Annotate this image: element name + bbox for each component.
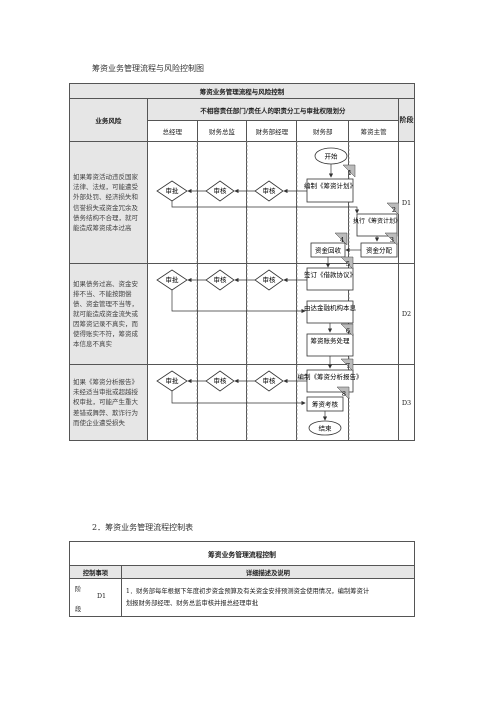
- role-finance-dept: 财务部: [296, 120, 350, 142]
- risk-d3: 如果《筹资分析报告》未经适当审批或超越授权审批，可能产生重大差错或舞弊、欺诈行为…: [69, 364, 148, 441]
- control-table-col2: 详细描述及说明: [120, 565, 416, 579]
- control-table-col1: 控制事项: [69, 565, 122, 579]
- control-table: 筹资业务管理流程控制 控制事项 详细描述及说明 阶 段 D1 1．财务部每年根据…: [69, 541, 416, 617]
- section-heading-1: 筹资业务管理流程与风险控制图: [92, 64, 204, 73]
- phase-d2: D2: [397, 263, 416, 365]
- role-finance-director: 财务总监: [196, 120, 248, 142]
- control-table-title: 筹资业务管理流程控制: [69, 541, 415, 566]
- chart-title: 筹资业务管理流程与风险控制: [69, 83, 415, 99]
- role-general-manager: 总经理: [146, 120, 198, 142]
- risk-d2: 如果债务过高、资金安排不当、不能按期偿债、资金管理不当等，就可能造成资金流失或因…: [69, 263, 148, 365]
- role-finance-manager: 财务部经理: [246, 120, 298, 142]
- role-financing-supervisor: 筹资主管: [348, 120, 399, 142]
- roles-header: 不相容责任部门/责任人的职责分工与审批权限划分: [146, 98, 399, 121]
- phase-column-header: 阶段: [397, 98, 416, 142]
- control-desc-cell: 1．财务部每年根据下年度初步资金预算及有关资金安排预测资金使用情况，编制筹资计 …: [120, 578, 416, 617]
- phase-code: D1: [97, 593, 107, 600]
- phase-label-a: 阶: [75, 586, 82, 593]
- desc-line-1: 1．财务部每年根据下年度初步资金预算及有关资金安排预测资金使用情况，编制筹资计: [125, 587, 370, 595]
- phase-label-b: 段: [75, 606, 82, 613]
- risk-d1: 如果筹资活动违反国家法律、法规，可能遭受外部处罚、经济损失和信誉损失或资金冗余及…: [69, 141, 148, 264]
- desc-line-2: 划报财务部经理、财务总监审核并报总经理审批: [125, 599, 259, 607]
- risk-column-header: 业务风险: [69, 98, 148, 142]
- control-phase-cell: 阶 段 D1: [69, 578, 122, 617]
- flow-chart-table: 筹资业务管理流程与风险控制 业务风险 不相容责任部门/责任人的职责分工与审批权限…: [69, 83, 416, 441]
- phase-d3: D3: [397, 364, 416, 441]
- phase-d1: D1: [397, 141, 416, 264]
- section-heading-2: 2．筹资业务管理流程控制表: [92, 523, 194, 532]
